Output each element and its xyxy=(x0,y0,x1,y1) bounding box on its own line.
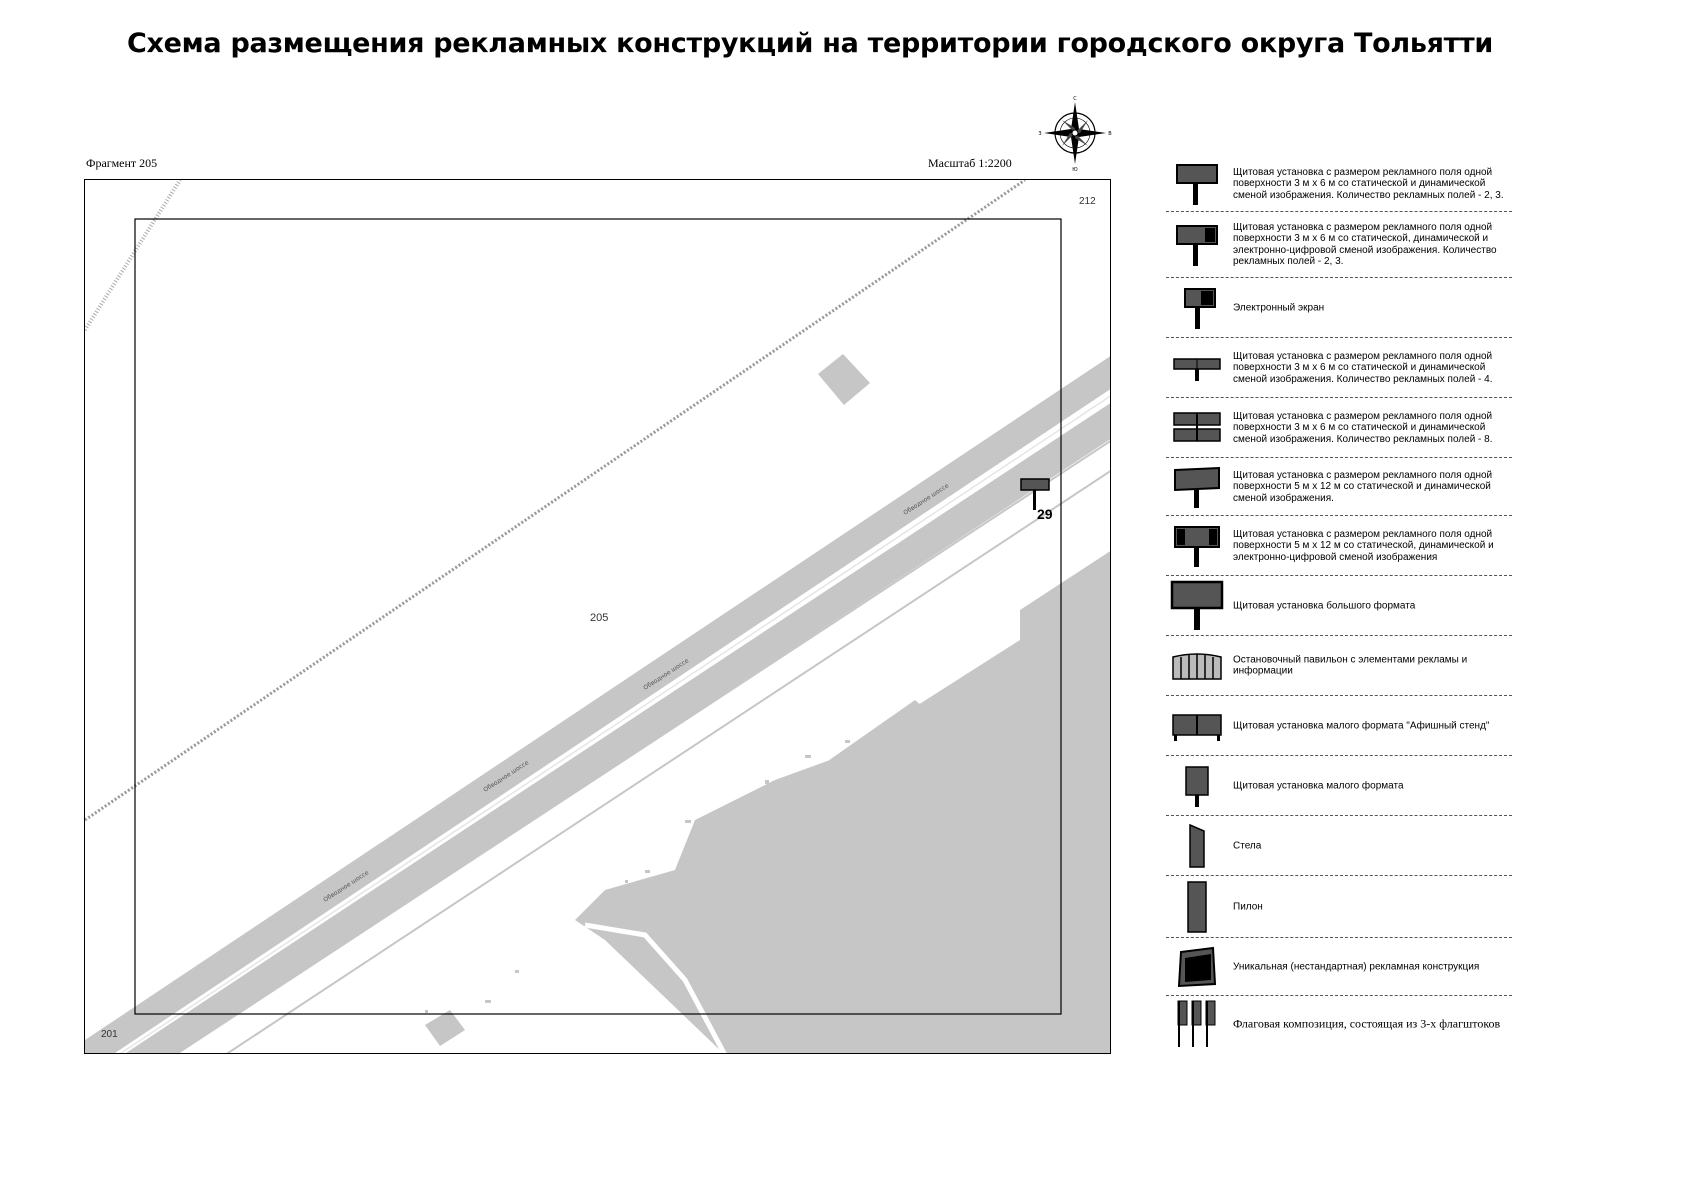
legend-text: Щитовая установка с размером рекламного … xyxy=(1233,469,1493,504)
electronic-screen-icon xyxy=(1170,278,1224,337)
building-main xyxy=(815,700,985,840)
legend-item: Щитовая установка малого формата xyxy=(1166,756,1512,816)
legend-item: Щитовая установка с размером рекламного … xyxy=(1166,516,1512,576)
legend-text: Щитовая установка с размером рекламного … xyxy=(1233,166,1504,201)
legend-item: Электронный экран xyxy=(1166,278,1512,338)
fragment-frame xyxy=(134,218,1062,1015)
legend-item: Щитовая установка малого формата "Афишны… xyxy=(1166,696,1512,756)
legend-text: Щитовая установка с размером рекламного … xyxy=(1233,528,1494,563)
billboard-5x12-static-dynamic-icon xyxy=(1170,458,1224,515)
legend-text: Уникальная (нестандартная) рекламная кон… xyxy=(1233,960,1480,972)
adjacent-fragment-bottom-left[interactable]: 201 xyxy=(101,1029,118,1040)
legend-text: Щитовая установка большого формата xyxy=(1233,599,1416,611)
poster-stand-icon xyxy=(1170,696,1224,755)
legend-text: Щитовая установка малого формата xyxy=(1233,779,1404,791)
adjacent-fragment-top-right[interactable]: 212 xyxy=(1079,196,1096,207)
legend-item: Пилон xyxy=(1166,876,1512,938)
pylon-icon xyxy=(1170,876,1224,937)
legend-text: Щитовая установка с размером рекламного … xyxy=(1233,410,1493,445)
billboard-3x6-digital-icon xyxy=(1170,212,1224,277)
legend-text: Электронный экран xyxy=(1233,301,1325,313)
boundary-line xyxy=(85,180,182,332)
building-square xyxy=(818,354,870,405)
legend-item: Уникальная (нестандартная) рекламная кон… xyxy=(1166,938,1512,996)
construction-marker-29 xyxy=(1020,478,1050,510)
legend-text: Пилон xyxy=(1233,900,1263,912)
construction-marker-number[interactable]: 29 xyxy=(1037,506,1053,522)
billboard-3x6-static-dynamic-icon xyxy=(1170,156,1224,211)
scale-label: Масштаб 1:2200 xyxy=(928,156,1012,170)
compass-south: Ю xyxy=(1072,167,1078,172)
billboard-3x6-four-fields-icon xyxy=(1170,338,1224,397)
legend-text: Щитовая установка малого формата "Афишны… xyxy=(1233,719,1490,731)
map-fragment[interactable]: Обводное шоссе Обводное шоссе Обводное ш… xyxy=(84,179,1111,1054)
legend-text: Стела xyxy=(1233,839,1262,851)
railway-line xyxy=(85,180,1026,822)
road-band-upper xyxy=(85,356,1110,1053)
bus-stop-pavilion-icon xyxy=(1170,636,1224,695)
legend-item: Щитовая установка с размером рекламного … xyxy=(1166,458,1512,516)
legend-item: Остановочный павильон с элементами рекла… xyxy=(1166,636,1512,696)
legend-text: Щитовая установка с размером рекламного … xyxy=(1233,221,1497,268)
fragment-label: Фрагмент 205 xyxy=(86,156,158,170)
billboard-5x12-digital-icon xyxy=(1170,516,1224,575)
stele-icon xyxy=(1170,816,1224,875)
legend-item: Флаговая композиция, состоящая из 3-х фл… xyxy=(1166,996,1512,1052)
large-format-billboard-icon xyxy=(1170,576,1224,635)
legend-text: Остановочный павильон с элементами рекла… xyxy=(1233,654,1468,677)
compass-east: В xyxy=(1108,131,1112,137)
compass-rose-icon: С Ю З В xyxy=(1036,94,1114,173)
legend-item: Щитовая установка с размером рекламного … xyxy=(1166,338,1512,398)
legend-item: Щитовая установка с размером рекламного … xyxy=(1166,156,1512,212)
unique-construction-icon xyxy=(1170,938,1224,995)
road-band-lower xyxy=(125,403,1110,1053)
legend-item: Щитовая установка с размером рекламного … xyxy=(1166,212,1512,278)
flag-composition-icon xyxy=(1170,996,1224,1052)
legend-item: Щитовая установка с размером рекламного … xyxy=(1166,398,1512,458)
fragment-number: 205 xyxy=(590,612,609,624)
legend-item: Щитовая установка большого формата xyxy=(1166,576,1512,636)
compass-west: З xyxy=(1038,131,1041,137)
legend-text: Флаговая композиция, состоящая из 3-х фл… xyxy=(1233,1016,1501,1031)
page-title: Схема размещения рекламных конструкций н… xyxy=(127,28,1493,59)
billboard-3x6-eight-fields-icon xyxy=(1170,398,1224,457)
legend: Щитовая установка с размером рекламного … xyxy=(1166,156,1512,1052)
compass-north: С xyxy=(1073,96,1077,102)
legend-text: Щитовая установка с размером рекламного … xyxy=(1233,350,1493,385)
legend-item: Стела xyxy=(1166,816,1512,876)
small-format-billboard-icon xyxy=(1170,756,1224,815)
